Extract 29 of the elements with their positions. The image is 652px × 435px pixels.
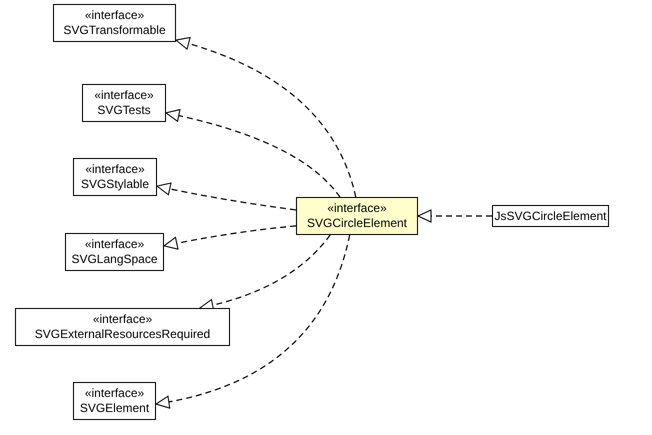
dependency-arrow	[166, 109, 340, 198]
dependency-arrow	[164, 225, 296, 250]
stereotype-label: «interface»	[84, 8, 144, 23]
class-name: SVGElement	[80, 401, 150, 416]
class-name: SVGTests	[97, 103, 151, 118]
dependency-arrow	[156, 234, 350, 408]
dependency-arrow	[156, 182, 296, 211]
class-box	[296, 197, 418, 235]
class-name: JsSVGCircleElement	[494, 208, 607, 224]
class-box	[65, 233, 164, 271]
dependency-arrow	[418, 210, 492, 222]
stereotype-label: «interface»	[94, 88, 154, 103]
stereotype-label: «interface»	[92, 312, 152, 327]
dependency-arrow	[176, 37, 356, 198]
class-box	[82, 84, 166, 122]
stereotype-label: «interface»	[84, 386, 144, 401]
class-box	[53, 4, 176, 42]
class-name: SVGCircleElement	[306, 216, 408, 231]
class-name: SVGExternalResourcesRequired	[34, 327, 210, 342]
class-name: SVGTransformable	[63, 23, 166, 38]
stereotype-label: «interface»	[85, 162, 145, 177]
class-box	[15, 308, 230, 346]
stereotype-label: «interface»	[327, 201, 387, 216]
class-box	[73, 158, 157, 196]
class-box	[73, 382, 156, 420]
stereotype-label: «interface»	[84, 237, 144, 252]
class-box	[492, 205, 609, 227]
class-name: SVGLangSpace	[71, 252, 158, 267]
class-name: SVGStylable	[80, 177, 150, 192]
